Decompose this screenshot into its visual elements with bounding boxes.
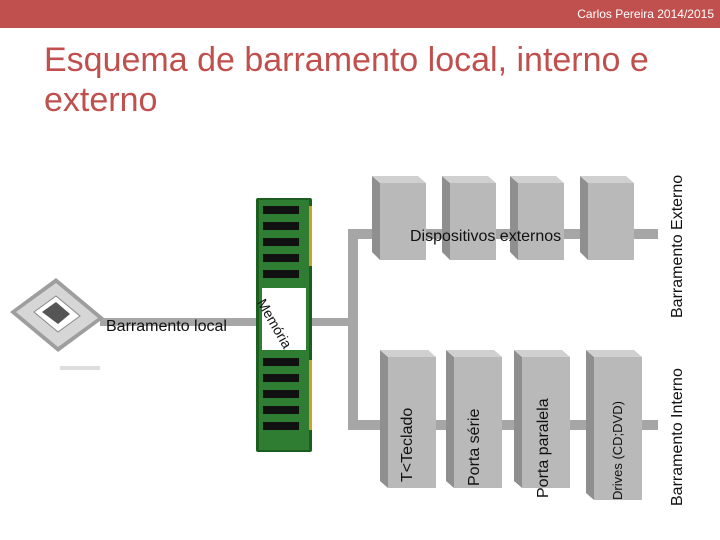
external-device-box-3 (510, 176, 564, 260)
cpu-chip-icon (10, 278, 104, 370)
external-device-box-2 (442, 176, 496, 260)
label-teclado: T<Teclado (399, 407, 416, 482)
label-drives: Drives (CD;DVD) (610, 401, 625, 500)
external-device-box-1 (372, 176, 426, 260)
label-barramento-externo: Barramento Externo (669, 174, 686, 318)
internal-device-box-keyboard (380, 350, 436, 488)
bus-vertical-connector (348, 229, 358, 430)
internal-device-box-drives (586, 350, 642, 500)
author-label: Carlos Pereira 2014/2015 (577, 7, 714, 21)
label-porta-serie: Porta série (466, 408, 483, 486)
internal-bus-line (348, 420, 658, 430)
header-bar: Carlos Pereira 2014/2015 (0, 0, 720, 28)
external-device-box-4 (580, 176, 634, 260)
label-barramento-interno: Barramento Interno (669, 368, 686, 506)
local-bus-line (100, 318, 358, 326)
label-dispositivos-externos: Dispositivos externos (410, 228, 562, 245)
internal-device-box-serial (446, 350, 502, 488)
slide-title: Esquema de barramento local, interno e e… (44, 41, 649, 119)
internal-device-box-parallel (514, 350, 570, 488)
external-bus-line (348, 229, 658, 239)
label-barramento-local: Barramento local (106, 318, 227, 335)
label-porta-paralela: Porta paralela (535, 398, 552, 498)
ram-module-icon (256, 198, 312, 452)
